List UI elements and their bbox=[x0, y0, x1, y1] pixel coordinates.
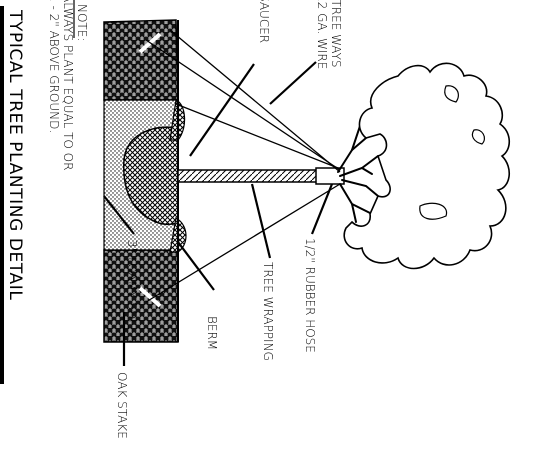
guy-wires bbox=[145, 29, 341, 303]
label-saucer: SAUCER bbox=[257, 0, 271, 43]
leader-lines bbox=[103, 61, 334, 366]
label-oak-stake: OAK STAKE bbox=[115, 372, 129, 439]
label-loamy-soil: 3" LOAMY SOIL bbox=[125, 240, 139, 330]
label-guy-ways: 3 TREE WAYS bbox=[329, 0, 343, 68]
title-block: TYPICAL TREE PLANTING DETAIL bbox=[0, 6, 25, 384]
native-soil-top bbox=[103, 19, 179, 101]
soil-section bbox=[103, 19, 187, 343]
native-soil-bottom bbox=[103, 249, 179, 343]
tree-canopy bbox=[343, 62, 511, 270]
label-tree-wrapping: TREE WRAPPING bbox=[261, 262, 275, 361]
label-berm: BERM bbox=[205, 316, 219, 350]
planting-note: NOTE: ALWAYS PLANT EQUAL TO OR 1 - 2" AB… bbox=[47, 0, 89, 170]
canopy-void-c bbox=[471, 129, 486, 145]
label-wire: 12 GA. WIRE bbox=[315, 0, 329, 69]
tree-branches bbox=[337, 125, 379, 223]
detail-title: TYPICAL TREE PLANTING DETAIL bbox=[5, 9, 25, 300]
note-heading: NOTE: bbox=[75, 4, 89, 41]
label-rubber-hose: 1/2" RUBBER HOSE bbox=[303, 238, 317, 353]
callouts: 3 TREE WAYS 12 GA. WIRE SAUCER 1/2" RUBB… bbox=[115, 0, 343, 439]
root-ball bbox=[123, 126, 179, 226]
canopy-void-a bbox=[444, 85, 459, 103]
oak-stake-bottom bbox=[138, 286, 162, 308]
note-line-2: 1 - 2" ABOVE GROUND. bbox=[47, 0, 61, 133]
note-line-1: ALWAYS PLANT EQUAL TO OR bbox=[61, 0, 75, 170]
canopy-void-b bbox=[419, 202, 448, 220]
tree-trunk bbox=[177, 167, 345, 185]
